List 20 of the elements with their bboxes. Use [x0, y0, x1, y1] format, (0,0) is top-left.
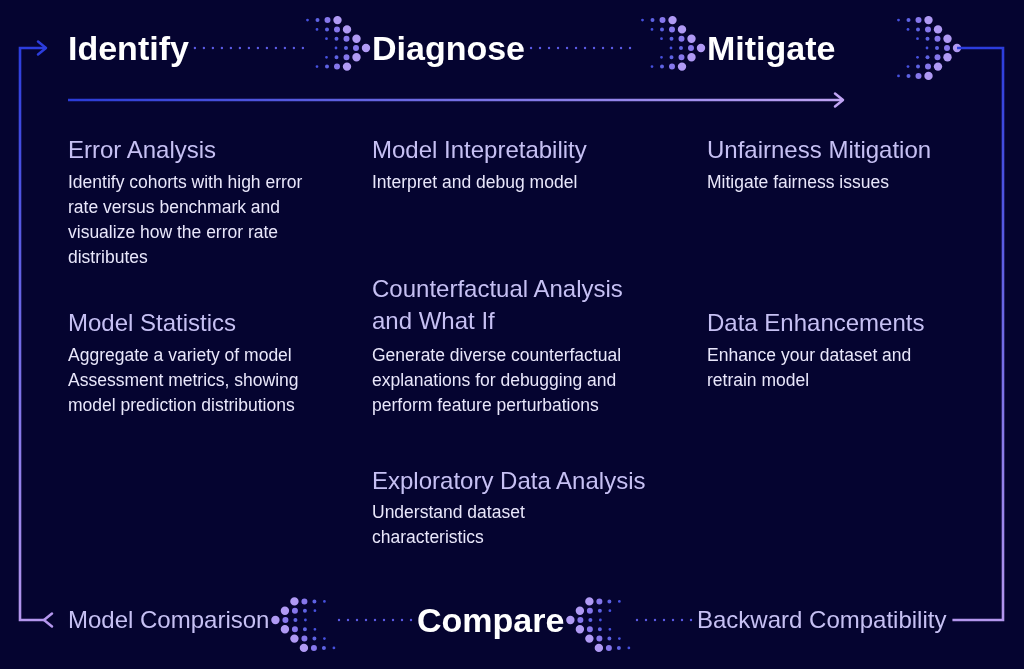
feature-heading: Exploratory Data Analysis — [372, 466, 646, 496]
stage-heading: Compare — [417, 600, 565, 640]
feature-description: Identify cohorts with high error rate versus benchmark and visualize how the error rate distributes — [68, 171, 304, 269]
feature-description: Interpret and debug model — [372, 171, 579, 194]
stage-heading: Identify — [68, 28, 189, 68]
feature-description: Enhance your dataset and retrain model — [707, 344, 913, 392]
step-label: Backward Compatibility — [697, 605, 947, 635]
step-label: Model Comparison — [68, 605, 270, 635]
stage-heading: Mitigate — [707, 28, 836, 68]
feature-heading: Model Intepretability — [372, 135, 587, 165]
feature-description: Understand dataset characteristics — [372, 501, 526, 549]
feature-description: Mitigate fairness issues — [707, 171, 890, 194]
feature-description: Generate diverse counterfactual explanations for debugging and perform feature perturbations — [372, 344, 623, 417]
stage-heading: Diagnose — [372, 28, 526, 68]
feature-heading: Unfairness Mitigation — [707, 135, 932, 165]
feature-heading: Model Statistics — [68, 308, 237, 338]
feature-description: Aggregate a variety of model Assessment metrics, showing model prediction distributions — [68, 344, 300, 417]
feature-heading: Error Analysis — [68, 135, 217, 165]
feature-heading: Data Enhancements — [707, 308, 925, 338]
feature-heading: Counterfactual Analysis and What If — [372, 274, 624, 336]
